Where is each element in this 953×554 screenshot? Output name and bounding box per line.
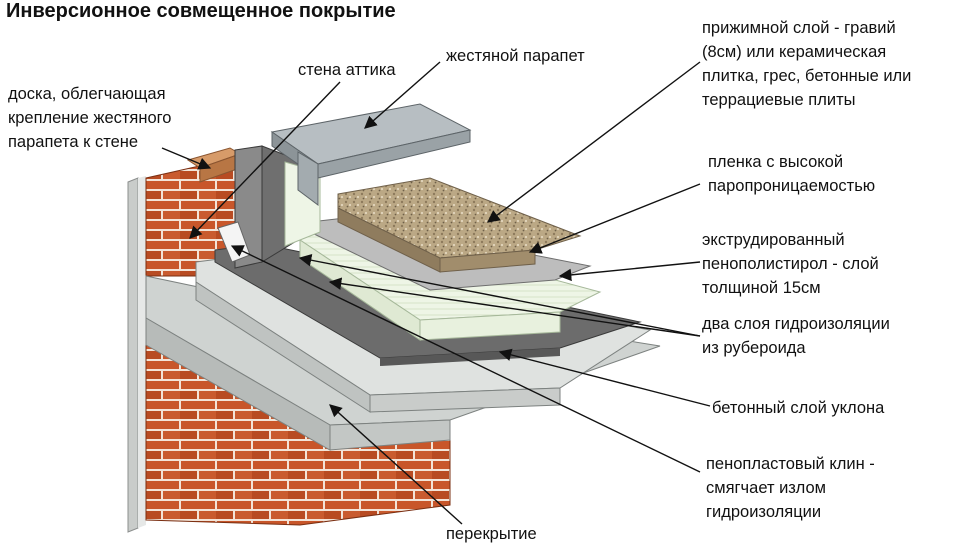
arrow-waterproofing-2	[328, 277, 701, 337]
arrow-waterproofing-1	[298, 253, 701, 337]
label-ballast-line4: террациевые плиты	[702, 91, 856, 109]
label-xps-line1: экструдированный	[702, 231, 845, 249]
label-membrane-line1: пленка с высокой	[708, 153, 844, 171]
label-waterproofing: два слоя гидроизоляции из рубероида	[702, 312, 890, 360]
arrow-slab	[329, 404, 463, 525]
tin-parapet	[270, 103, 472, 206]
arrow-attic-wall	[189, 81, 341, 239]
label-tin-parapet: жестяной парапет	[446, 47, 585, 65]
label-waterproofing-line2: из рубероида	[702, 339, 806, 357]
label-membrane-line2: паропроницаемостью	[708, 177, 876, 195]
label-foam-wedge-line2: смягчает излом	[706, 479, 827, 497]
arrow-ballast	[486, 61, 701, 223]
label-attic-wall: стена аттика	[298, 61, 396, 79]
label-board: доска, облегчающая крепление жестяного п…	[8, 82, 171, 154]
label-board-line2: крепление жестяного	[8, 109, 172, 127]
arrow-foam-wedge	[230, 245, 701, 473]
label-xps: экструдированный пенополистирол - слой т…	[702, 228, 879, 300]
label-ballast-line1: прижимной слой - гравий	[702, 19, 896, 37]
label-membrane: пленка с высокой паропроницаемостью	[708, 150, 875, 198]
label-foam-wedge-line1: пенопластовый клин -	[706, 455, 875, 473]
label-xps-line2: пенополистирол - слой	[702, 255, 879, 273]
label-ballast-line2: (8см) или керамическая	[702, 43, 887, 61]
label-board-line3: парапета к стене	[8, 133, 139, 151]
arrow-tin-parapet	[364, 61, 441, 129]
label-waterproofing-line1: два слоя гидроизоляции	[702, 315, 890, 333]
leader-arrows	[161, 61, 711, 525]
label-slab: перекрытие	[446, 525, 537, 543]
label-foam-wedge: пенопластовый клин - смягчает излом гидр…	[706, 452, 875, 524]
label-ballast: прижимной слой - гравий (8см) или керами…	[702, 16, 911, 112]
arrow-xps	[558, 261, 701, 282]
gravel-ballast	[337, 177, 582, 273]
page-title: Инверсионное совмещенное покрытие	[6, 0, 396, 22]
wall-edge	[127, 176, 146, 533]
label-board-line1: доска, облегчающая	[8, 85, 166, 103]
label-slope-concrete: бетонный слой уклона	[712, 399, 885, 417]
label-ballast-line3: плитка, грес, бетонные или	[702, 67, 912, 85]
arrow-board	[161, 147, 212, 170]
label-xps-line3: толщиной 15см	[702, 279, 821, 297]
arrow-membrane	[528, 183, 701, 254]
label-foam-wedge-line3: гидроизоляции	[706, 503, 822, 521]
arrow-slope-concrete	[498, 348, 711, 407]
